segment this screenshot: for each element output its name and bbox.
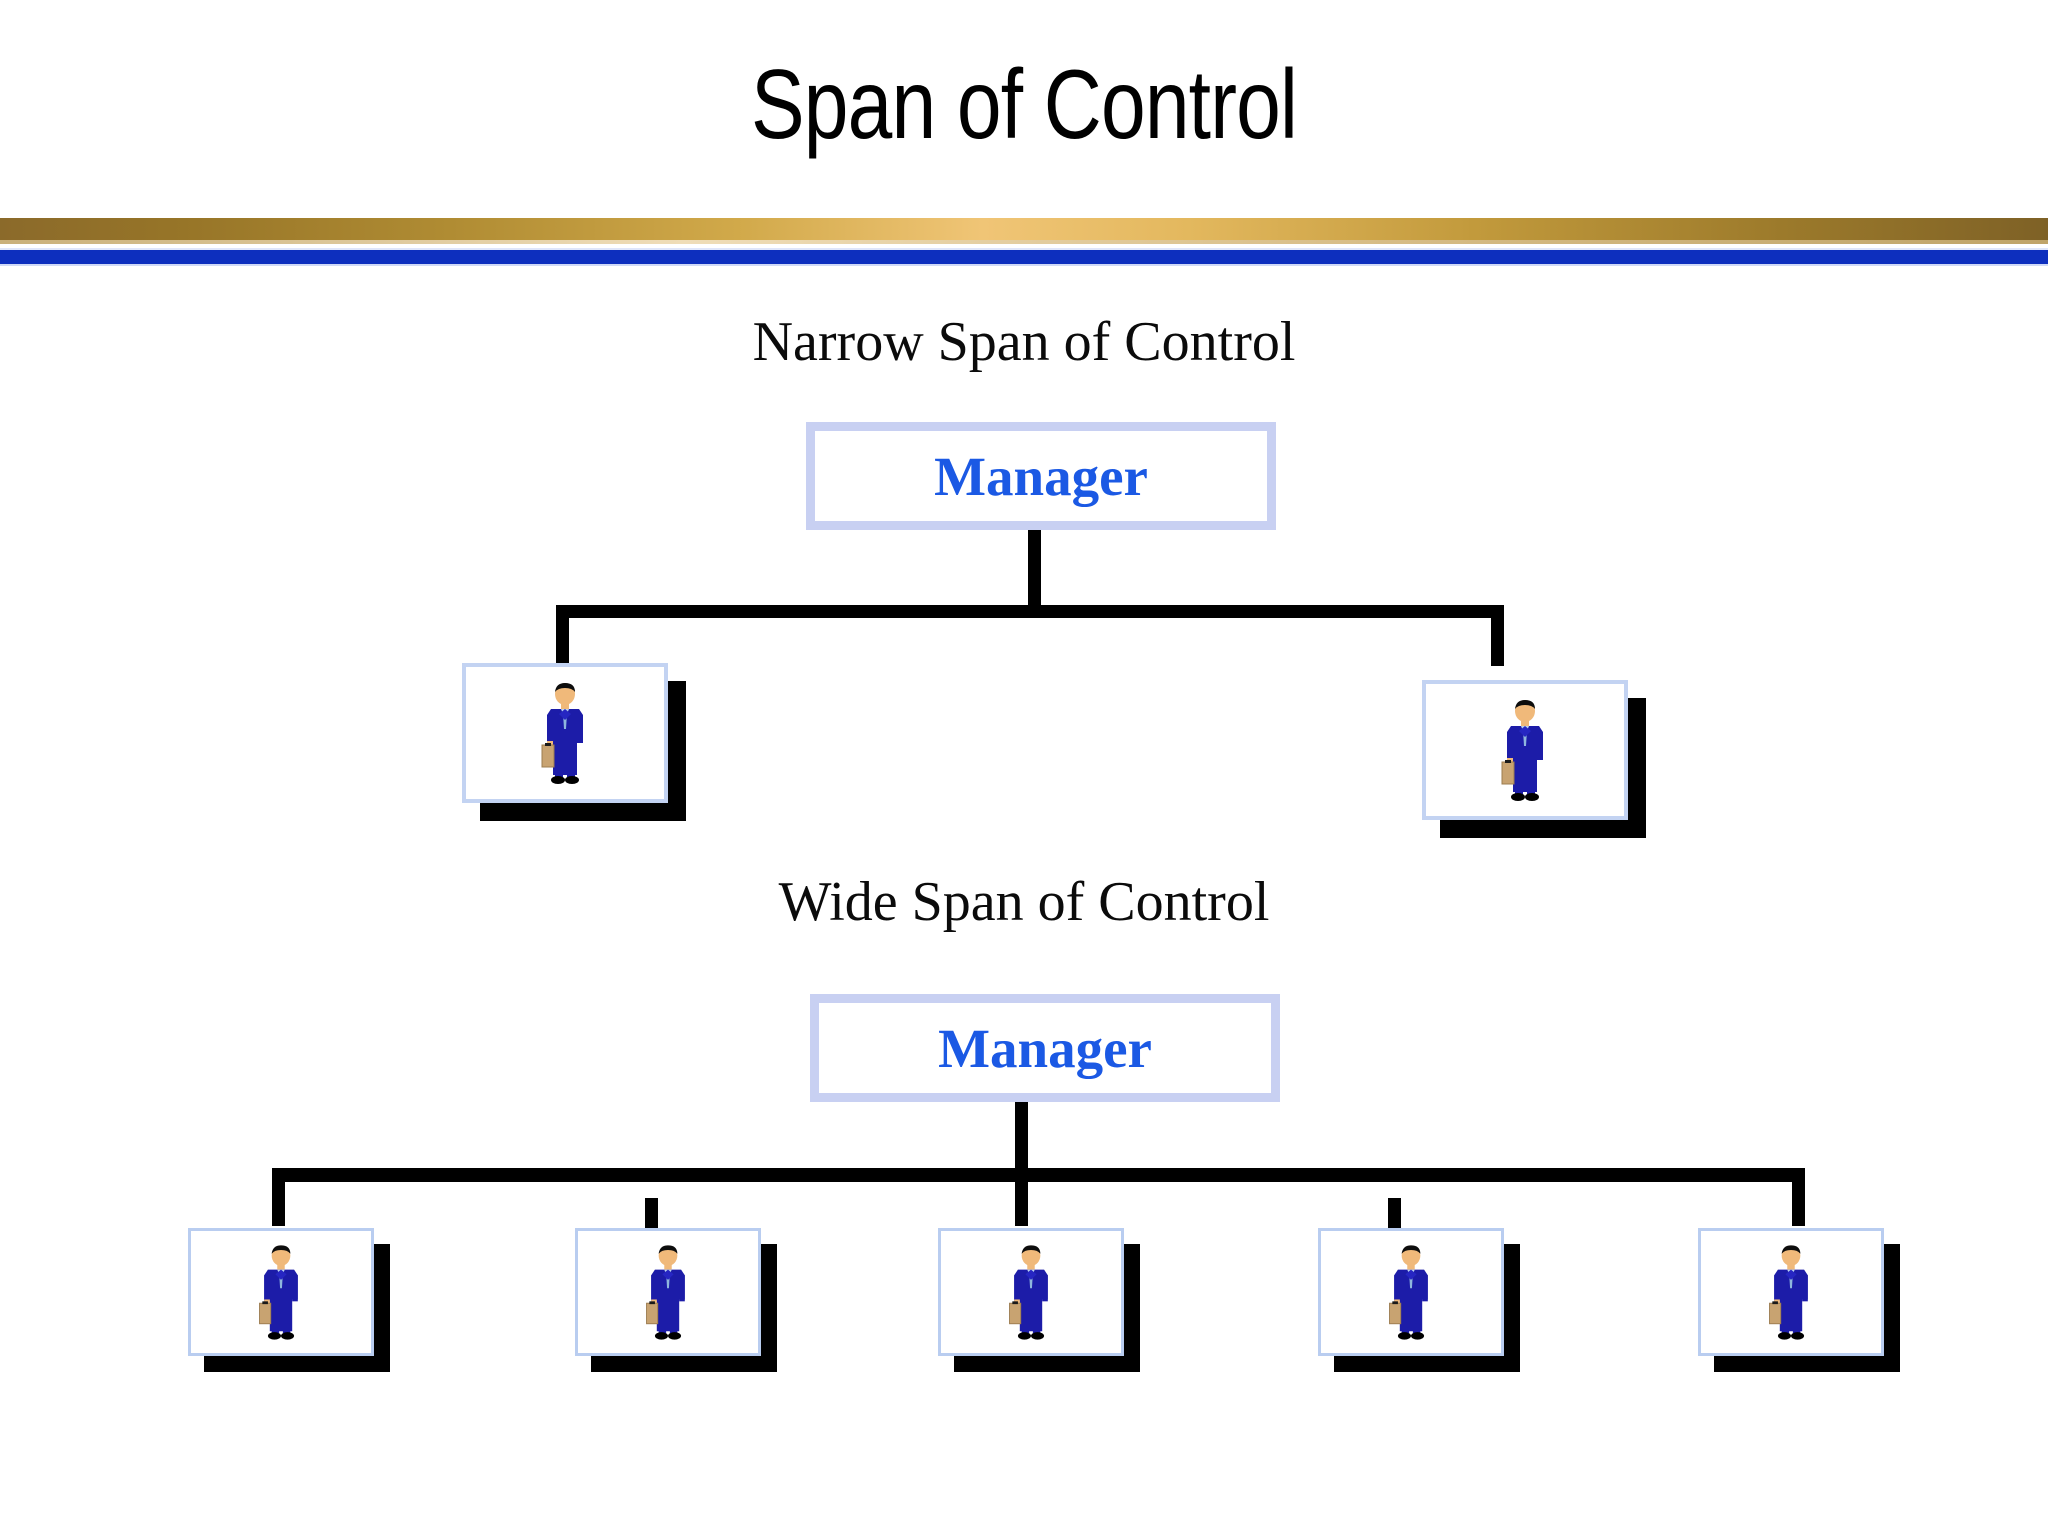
box-frame	[188, 1228, 374, 1356]
businessman-icon	[1383, 1243, 1439, 1341]
box-frame	[1422, 680, 1628, 820]
businessman-icon	[535, 681, 595, 785]
wide-span-caption: Wide Span of Control	[778, 871, 1270, 933]
decorative-divider	[0, 218, 2048, 266]
businessman-icon	[1003, 1243, 1059, 1341]
narrow-connector-stem	[1028, 530, 1041, 612]
narrow-span-caption: Narrow Span of Control	[752, 311, 1296, 373]
narrow-connector-drop-right	[1491, 618, 1504, 666]
wide-manager-inner: Manager	[819, 1003, 1271, 1093]
businessman-icon	[640, 1243, 696, 1341]
wide-connector-drop-5	[1792, 1182, 1805, 1226]
divider-blue-bar	[0, 250, 2048, 264]
narrow-subordinate-box-1[interactable]	[462, 663, 686, 821]
wide-manager-label: Manager	[938, 1017, 1152, 1079]
box-frame	[938, 1228, 1124, 1356]
page-title: Span of Control	[750, 49, 1298, 159]
narrow-manager-box[interactable]: Manager	[806, 422, 1276, 530]
wide-subordinate-box-2[interactable]	[575, 1228, 777, 1372]
wide-subordinate-box-3[interactable]	[938, 1228, 1140, 1372]
divider-gold-thin-bar	[0, 240, 2048, 244]
wide-connector-drop-3	[1015, 1182, 1028, 1226]
wide-connector-drop-2	[645, 1198, 658, 1229]
divider-blue-lowlight	[0, 264, 2048, 266]
wide-connector-stem	[1015, 1102, 1028, 1175]
wide-connector-horizontal	[272, 1168, 1805, 1182]
wide-connector-drop-4	[1388, 1198, 1401, 1229]
businessman-icon	[1763, 1243, 1819, 1341]
wide-connector-drop-1	[272, 1182, 285, 1226]
narrow-connector-horizontal	[556, 605, 1504, 618]
narrow-connector-drop-left	[556, 618, 569, 666]
narrow-manager-label: Manager	[934, 445, 1148, 507]
wide-subordinate-box-5[interactable]	[1698, 1228, 1900, 1372]
divider-blue-highlight	[0, 248, 2048, 250]
wide-subordinate-box-1[interactable]	[188, 1228, 390, 1372]
box-frame	[1318, 1228, 1504, 1356]
businessman-icon	[1495, 698, 1555, 802]
box-frame	[462, 663, 668, 803]
businessman-icon	[253, 1243, 309, 1341]
box-frame	[1698, 1228, 1884, 1356]
divider-gold-bar	[0, 218, 2048, 240]
box-frame	[575, 1228, 761, 1356]
narrow-subordinate-box-2[interactable]	[1422, 680, 1646, 838]
wide-manager-box[interactable]: Manager	[810, 994, 1280, 1102]
wide-subordinate-box-4[interactable]	[1318, 1228, 1520, 1372]
narrow-manager-inner: Manager	[815, 431, 1267, 521]
